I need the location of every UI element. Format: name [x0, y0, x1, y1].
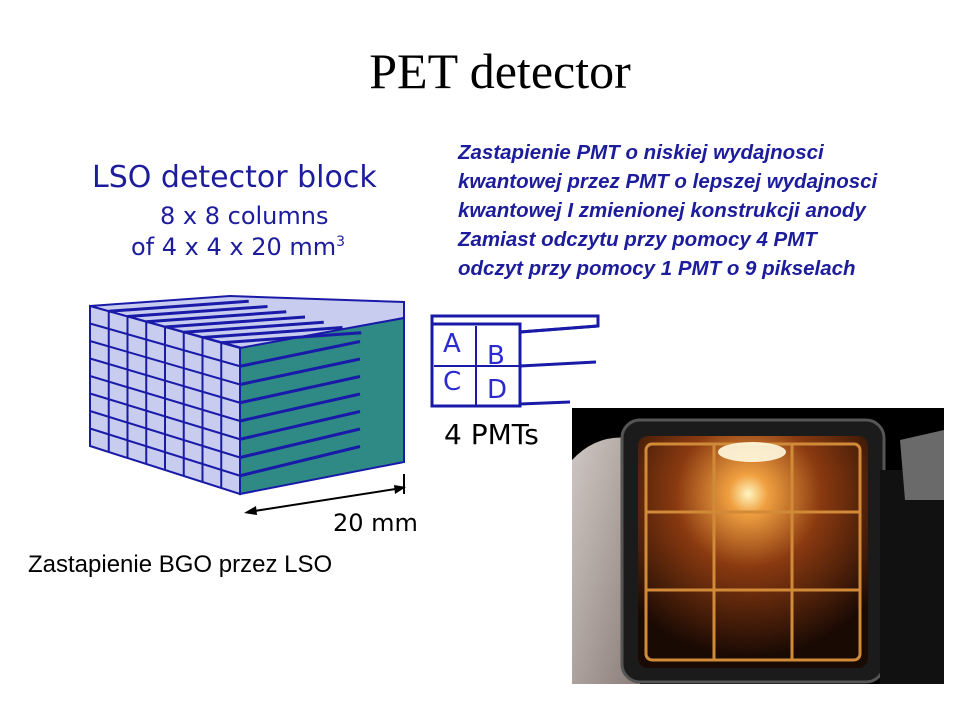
pmt-photo: [572, 408, 944, 684]
pmt-letter-d: D: [487, 375, 507, 405]
detector-block: [90, 296, 404, 494]
pmt-letter-b: B: [487, 341, 505, 371]
block-side-face: [240, 318, 404, 494]
pmt-label: 4 PMTs: [444, 418, 539, 451]
pmt-letter-a: A: [443, 329, 461, 359]
pmt-cube: A B C D: [432, 316, 598, 406]
dimension-label: 20 mm: [333, 509, 418, 537]
bgo-replacement-label: Zastapienie BGO przez LSO: [28, 551, 332, 579]
pmt-letter-c: C: [443, 367, 461, 397]
